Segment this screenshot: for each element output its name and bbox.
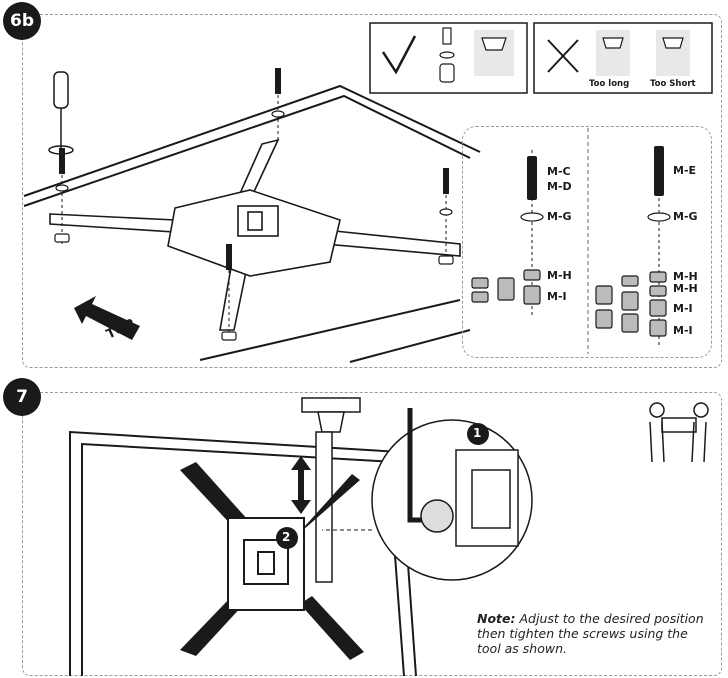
check-mark-icon — [381, 35, 417, 75]
label-m-c: M-C — [547, 165, 571, 178]
label-m-i-right-1: M-I — [673, 302, 693, 315]
step-7-panel — [22, 392, 722, 676]
step-6b-badge: 6b — [3, 2, 41, 40]
too-long-label: Too long — [589, 79, 630, 89]
label-m-h-right-1: M-H — [673, 270, 698, 283]
up-down-arrow-icon — [291, 456, 311, 514]
two-person-lift-icon — [649, 402, 709, 463]
hardware-detail-panel — [462, 126, 712, 358]
adjustment-note: Note: Adjust to the desired position the… — [477, 611, 707, 656]
step-6b-panel — [22, 14, 722, 368]
label-m-i-right-2: M-I — [673, 324, 693, 337]
callout-2: 2 — [282, 530, 291, 544]
label-m-e: M-E — [673, 164, 697, 177]
top-arrow-icon — [74, 296, 140, 340]
note-text: Adjust to the desired position then tigh… — [477, 611, 704, 656]
step-7-badge: 7 — [3, 378, 41, 416]
note-prefix: Note: — [477, 611, 516, 626]
label-m-h-right-2: M-H — [673, 282, 698, 295]
label-m-d: M-D — [547, 180, 572, 193]
label-m-h-left: M-H — [547, 269, 572, 282]
label-m-g-left: M-G — [547, 210, 572, 223]
callout-1: 1 — [473, 426, 482, 440]
cross-mark-icon — [547, 39, 579, 73]
too-short-label: Too Short — [650, 79, 696, 89]
label-m-i-left: M-I — [547, 290, 567, 303]
label-m-g-right: M-G — [673, 210, 698, 223]
